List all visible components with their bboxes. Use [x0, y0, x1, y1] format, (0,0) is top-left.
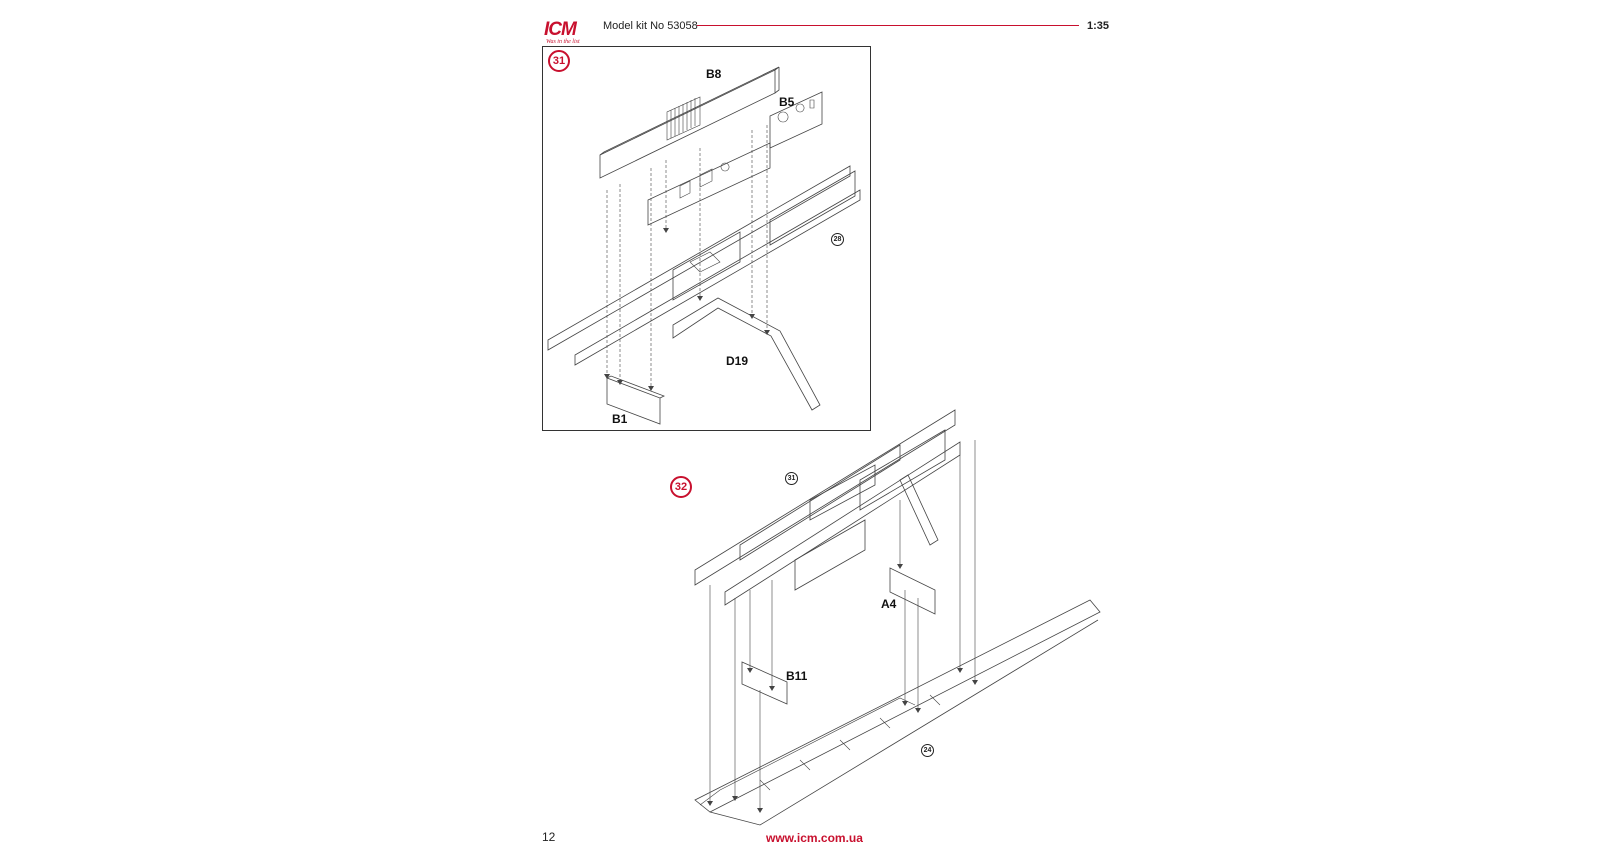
ref-step-31-badge: 31: [785, 472, 798, 485]
part-b1-label: B1: [612, 412, 628, 426]
header-divider: [697, 25, 1079, 26]
part-b8-label: B8: [706, 67, 722, 81]
page-number: 12: [542, 830, 556, 844]
part-d19-label: D19: [726, 354, 749, 368]
ref-step-24-badge: 24: [921, 744, 934, 757]
step31-drawing: [547, 66, 861, 425]
step-32-badge: 32: [670, 476, 692, 498]
part-a4-label: A4: [881, 597, 897, 611]
step-31-badge: 31: [548, 50, 570, 72]
step32-drawing: [694, 409, 1101, 826]
step31-frame: [542, 46, 871, 431]
ref-step-28-badge: 28: [831, 233, 844, 246]
logo-text: ICM: [544, 19, 577, 40]
website-url: www.icm.com.ua: [766, 831, 863, 845]
part-b11-label: B11: [786, 669, 808, 683]
part-b5-label: B5: [779, 95, 795, 109]
icm-logo: ICM Was in the list: [540, 17, 590, 47]
scale-label: 1:35: [1087, 20, 1110, 32]
kit-title: Model kit No 53058: [603, 20, 698, 32]
logo-tagline: Was in the list: [546, 39, 580, 45]
